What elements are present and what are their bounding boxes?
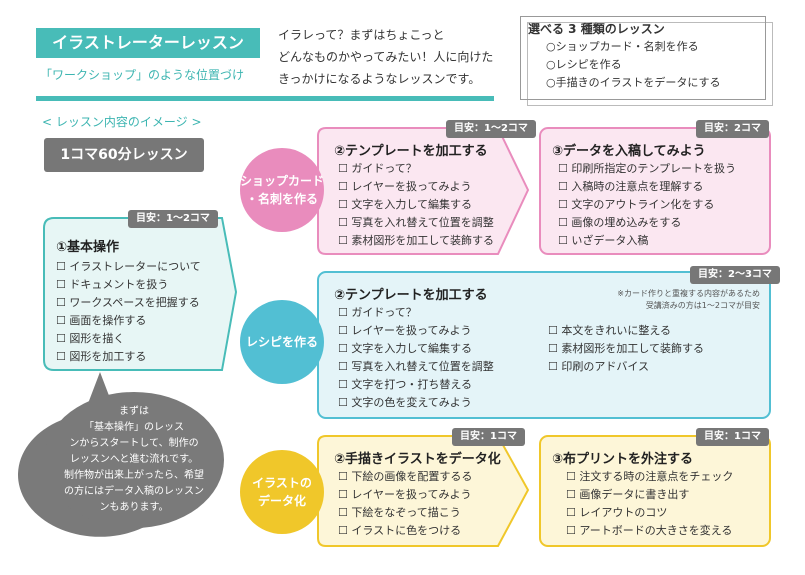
bubble-line: の方にはデータ入稿のレッスン xyxy=(64,486,204,497)
basic-tag: 目安：1〜2コマ xyxy=(128,210,218,228)
list-item: イラストに色をつける xyxy=(338,522,472,540)
bubble-ellipse xyxy=(44,392,224,528)
bubble-line: まずは xyxy=(119,406,149,417)
list-item: 文字を入力して編集する xyxy=(338,340,494,358)
shopcard-circle-shape xyxy=(240,148,324,232)
shopcard-card1-tag: 目安：1〜2コマ xyxy=(446,120,536,138)
list-item: ガイドって？ xyxy=(338,304,494,322)
bubble-line: 「基本操作」のレッス xyxy=(84,422,184,433)
illust-card2-title: ③布プリントを外注する xyxy=(552,452,694,467)
list-item: 文字のアウトライン化をする xyxy=(558,196,736,214)
offer-heading: 選べる 3 種類のレッスン xyxy=(528,22,665,36)
intro-line: きっかけになるようなレッスンです。 xyxy=(278,72,481,86)
bubble-line: レッスンへと進む流れです。 xyxy=(69,454,199,465)
header-rule xyxy=(36,96,494,101)
section-label: < レッスン内容のイメージ > xyxy=(42,115,202,129)
shopcard-card2-items: 印刷所指定のテンプレートを扱う 入稿時の注意点を理解する 文字のアウトライン化を… xyxy=(558,160,736,250)
circle-line: イラストの xyxy=(252,476,312,490)
intro-line: どんなものかやってみたい！人に向けた xyxy=(278,50,494,64)
list-item: レイアウトのコツ xyxy=(566,504,733,522)
list-item: アートボードの大きさを変える xyxy=(566,522,733,540)
circle-line: レシピを作る xyxy=(245,335,318,349)
page-title: イラストレーターレッスン xyxy=(36,28,260,58)
bubble-line: ンもあります。 xyxy=(99,502,169,513)
list-item: 本文をきれいに整える xyxy=(548,322,704,340)
illust-circle: イラストの データ化 xyxy=(240,450,324,534)
list-item: イラストレーターについて xyxy=(56,258,200,276)
recipe-circle: レシピを作る xyxy=(240,300,324,384)
list-item: レイヤーを扱ってみよう xyxy=(338,322,494,340)
list-item: 下絵をなぞって描こう xyxy=(338,504,472,522)
recipe-circle-shape xyxy=(240,300,324,384)
circle-line: データ化 xyxy=(257,494,306,508)
recipe-card-tag: 目安：2〜3コマ xyxy=(690,266,780,284)
list-item: 文字を打つ・打ち替える xyxy=(338,376,494,394)
shopcard-circle: ショップカード ・名刺を作る xyxy=(240,148,324,232)
list-item: 印刷のアドバイス xyxy=(548,358,704,376)
list-item: 図形を描く xyxy=(56,330,201,348)
list-item: 画像データに書き出す xyxy=(566,486,733,504)
list-item: 文字を入力して編集する xyxy=(338,196,494,214)
bubble-line: 制作物が出来上がったら、希望 xyxy=(64,470,204,481)
list-item: 素材図形を加工して装飾する xyxy=(338,232,494,250)
list-item: ガイドって？ xyxy=(338,160,494,178)
list-item: 入稿時の注意点を理解する xyxy=(558,178,736,196)
circle-line: ・名刺を作る xyxy=(245,192,318,206)
list-item: いざデータ入稿 xyxy=(558,232,736,250)
recipe-note: ※カード作りと重複する内容があるため 受講済みの方は1〜2コマが目安 xyxy=(560,288,760,312)
offer-item: ○手描きのイラストをデータにする xyxy=(546,76,721,89)
offer-item: ○レシピを作る xyxy=(546,58,622,71)
recipe-card-title: ②テンプレートを加工する xyxy=(334,288,488,303)
shopcard-card1-items: ガイドって？ レイヤーを扱ってみよう 文字を入力して編集する 写真を入れ替えて位… xyxy=(338,160,494,250)
list-item: 下絵の画像を配置するる xyxy=(338,468,472,486)
list-item: 素材図形を加工して装飾する xyxy=(548,340,704,358)
illust-circle-shape xyxy=(240,450,324,534)
note-line: 受講済みの方は1〜2コマが目安 xyxy=(645,301,760,310)
intro-text: イラレって？まずはちょこっと どんなものかやってみたい！人に向けた きっかけにな… xyxy=(278,24,493,90)
list-item: 文字の色を変えてみよう xyxy=(338,394,494,412)
illust-card2-items: 注文する時の注意点をチェック 画像データに書き出す レイアウトのコツ アートボー… xyxy=(566,468,733,540)
bubble-line: ンからスタートして、制作の xyxy=(69,438,199,449)
basic-title: ①基本操作 xyxy=(56,240,120,255)
list-item: 画面を操作する xyxy=(56,312,201,330)
illust-card2-tag: 目安：1コマ xyxy=(696,428,769,446)
list-item: 印刷所指定のテンプレートを扱う xyxy=(558,160,736,178)
list-item: 画像の埋め込みをする xyxy=(558,214,736,232)
recipe-items-left: ガイドって？ レイヤーを扱ってみよう 文字を入力して編集する 写真を入れ替えて位… xyxy=(338,304,494,412)
offer-box xyxy=(520,16,766,100)
list-item: ワークスペースを把握する xyxy=(56,294,201,312)
circle-line: ショップカード xyxy=(240,174,325,188)
intro-line: イラレって？まずはちょこっと xyxy=(278,28,445,42)
list-item: 写真を入れ替えて位置を調整 xyxy=(338,358,493,376)
list-item: レイヤーを扱ってみよう xyxy=(338,486,472,504)
note-line: ※カード作りと重複する内容があるため xyxy=(617,289,760,298)
illust-card1-title: ②手描きイラストをデータ化 xyxy=(334,452,501,467)
list-item: 写真を入れ替えて位置を調整 xyxy=(338,214,494,232)
offer-box-shadow xyxy=(527,22,773,106)
shopcard-card1-title: ②テンプレートを加工する xyxy=(334,144,488,159)
illust-card1-tag: 目安：1コマ xyxy=(452,428,525,446)
lesson-length-badge: 1コマ60分レッスン xyxy=(44,138,204,172)
basic-items: イラストレーターについて ドキュメントを扱う ワークスペースを把握する 画面を操… xyxy=(56,258,201,366)
offer-content: 選べる 3 種類のレッスン ○ショップカード・名刺を作る ○レシピを作る ○手描… xyxy=(528,20,721,92)
page-subtitle: 「ワークショップ」のような位置づけ xyxy=(40,68,245,82)
list-item: 図形を加工する xyxy=(56,348,201,366)
recipe-items-right: 本文をきれいに整える 素材図形を加工して装飾する 印刷のアドバイス xyxy=(548,322,704,376)
bubble-text: まずは 「基本操作」のレッス ンからスタートして、制作の レッスンへと進む流れで… xyxy=(44,404,224,516)
shopcard-card2-title: ③データを入稿してみよう xyxy=(552,144,706,159)
illust-card1-items: 下絵の画像を配置するる レイヤーを扱ってみよう 下絵をなぞって描こう イラストに… xyxy=(338,468,472,540)
offer-item: ○ショップカード・名刺を作る xyxy=(546,40,699,53)
shopcard-card2-tag: 目安：2コマ xyxy=(696,120,769,138)
list-item: レイヤーを扱ってみよう xyxy=(338,178,494,196)
list-item: 注文する時の注意点をチェック xyxy=(566,468,733,486)
list-item: ドキュメントを扱う xyxy=(56,276,201,294)
